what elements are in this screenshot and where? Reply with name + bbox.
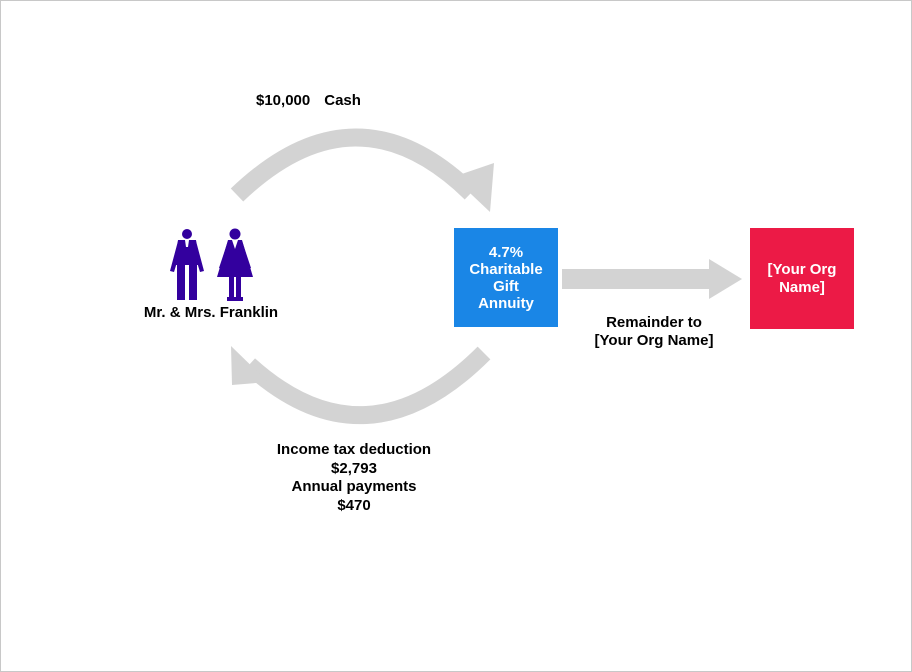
gift-arrow-icon — [230, 128, 478, 202]
benefits-label: Income tax deduction $2,793 Annual payme… — [224, 441, 484, 515]
remainder-label: Remainder to [Your Org Name] — [594, 314, 714, 349]
woman-figure-icon — [217, 228, 253, 301]
remainder-arrow-shaft-icon — [562, 269, 712, 289]
deduction-label: Income tax deduction — [276, 441, 432, 458]
gift-arrow-head-icon — [453, 163, 494, 212]
organization-label: [Your Org Name] — [767, 260, 837, 296]
annuity-label: 4.7% Charitable Gift Annuity — [469, 243, 543, 312]
gift-label: $10,000 Cash — [256, 92, 446, 110]
gift-type: Cash — [324, 92, 361, 109]
organization-box: [Your Org Name] — [750, 228, 854, 329]
return-arrow-icon — [242, 346, 491, 424]
annuity-box: 4.7% Charitable Gift Annuity — [454, 228, 558, 327]
return-arrow-head-icon — [231, 346, 268, 385]
donors-name: Mr. & Mrs. Franklin — [143, 304, 279, 321]
man-figure-icon — [170, 229, 204, 300]
gift-amount: $10,000 — [256, 92, 311, 109]
couple-figures-icon — [170, 228, 253, 301]
remainder-arrow-head-icon — [709, 259, 742, 299]
deduction-value: $2,793 — [331, 459, 377, 477]
payments-label: Annual payments — [291, 478, 417, 495]
payments-value: $470 — [337, 496, 371, 514]
